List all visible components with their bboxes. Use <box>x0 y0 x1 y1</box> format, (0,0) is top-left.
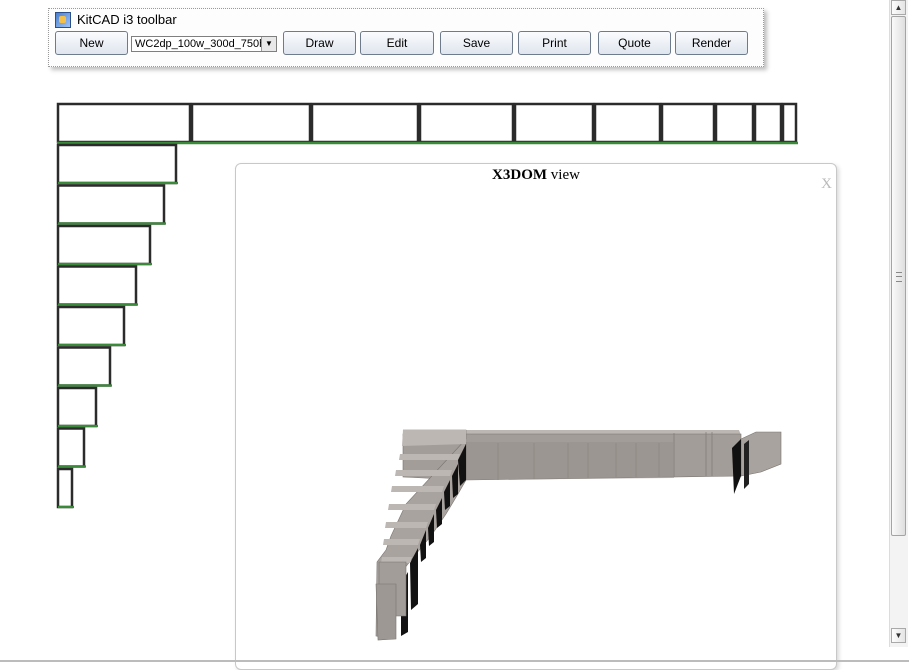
plan-cabinet-top <box>660 102 716 144</box>
scroll-down-icon[interactable]: ▼ <box>891 628 906 643</box>
chevron-down-icon[interactable]: ▼ <box>261 37 276 51</box>
model-select[interactable]: WC2dp_100w_300d_750h ▼ <box>131 36 277 52</box>
plan-cabinet-left <box>56 265 138 306</box>
plan-cabinet-left <box>56 305 126 347</box>
render-button[interactable]: Render <box>675 31 748 55</box>
save-button[interactable]: Save <box>440 31 513 55</box>
plan-cabinet-top <box>418 102 515 144</box>
x3dom-view-title: X3DOM view <box>236 167 836 184</box>
scroll-up-icon[interactable]: ▲ <box>891 0 906 15</box>
x3dom-3d-scene[interactable] <box>236 164 836 661</box>
page-bottom-border <box>0 660 909 662</box>
plan-cabinet-left <box>56 224 152 266</box>
plan-cabinet-left <box>56 184 166 225</box>
left-run-lower-box-2 <box>375 583 397 641</box>
plan-cabinet-top <box>753 102 783 144</box>
model-select-value: WC2dp_100w_300d_750h <box>135 38 266 50</box>
draw-button[interactable]: Draw <box>283 31 356 55</box>
new-button[interactable]: New <box>55 31 128 55</box>
plan-cabinet-left <box>56 427 86 468</box>
close-icon[interactable]: X <box>821 176 832 192</box>
edit-button[interactable]: Edit <box>360 31 434 55</box>
end-cabinet-side <box>732 439 741 494</box>
x3dom-title-bold: X3DOM <box>492 167 548 183</box>
plan-cabinet-top <box>310 102 420 144</box>
scrollbar-thumb[interactable] <box>891 16 906 536</box>
vertical-scrollbar[interactable]: ▲ ▼ <box>889 0 908 647</box>
end-cabinet-side-2 <box>744 440 749 489</box>
plan-cabinet-left <box>56 143 178 185</box>
plan-cabinet-top <box>190 102 312 144</box>
plan-top-row <box>56 102 798 145</box>
plan-cabinet-top <box>714 102 755 144</box>
kitcad-toolbar: KitCAD i3 toolbar New WC2dp_100w_300d_75… <box>48 8 764 67</box>
x3dom-view-panel[interactable]: X3DOM view X <box>235 163 837 670</box>
quote-button[interactable]: Quote <box>598 31 671 55</box>
kitcad-app-icon <box>55 12 71 28</box>
plan-cabinet-top <box>781 102 798 144</box>
plan-cabinet-top <box>593 102 662 144</box>
plan-cabinet-left <box>56 346 112 387</box>
left-run-steps <box>381 430 466 563</box>
plan-cabinet-top <box>56 102 192 144</box>
plan-cabinet-left <box>56 467 74 509</box>
plan-cabinet-top <box>513 102 595 144</box>
toolbar-title: KitCAD i3 toolbar <box>77 12 177 27</box>
plan-cabinet-left <box>56 386 98 428</box>
cabinet-run-inner <box>466 442 674 480</box>
print-button[interactable]: Print <box>518 31 591 55</box>
plan-left-column <box>56 143 178 509</box>
grip-icon <box>896 272 902 282</box>
x3dom-title-rest: view <box>547 167 580 183</box>
